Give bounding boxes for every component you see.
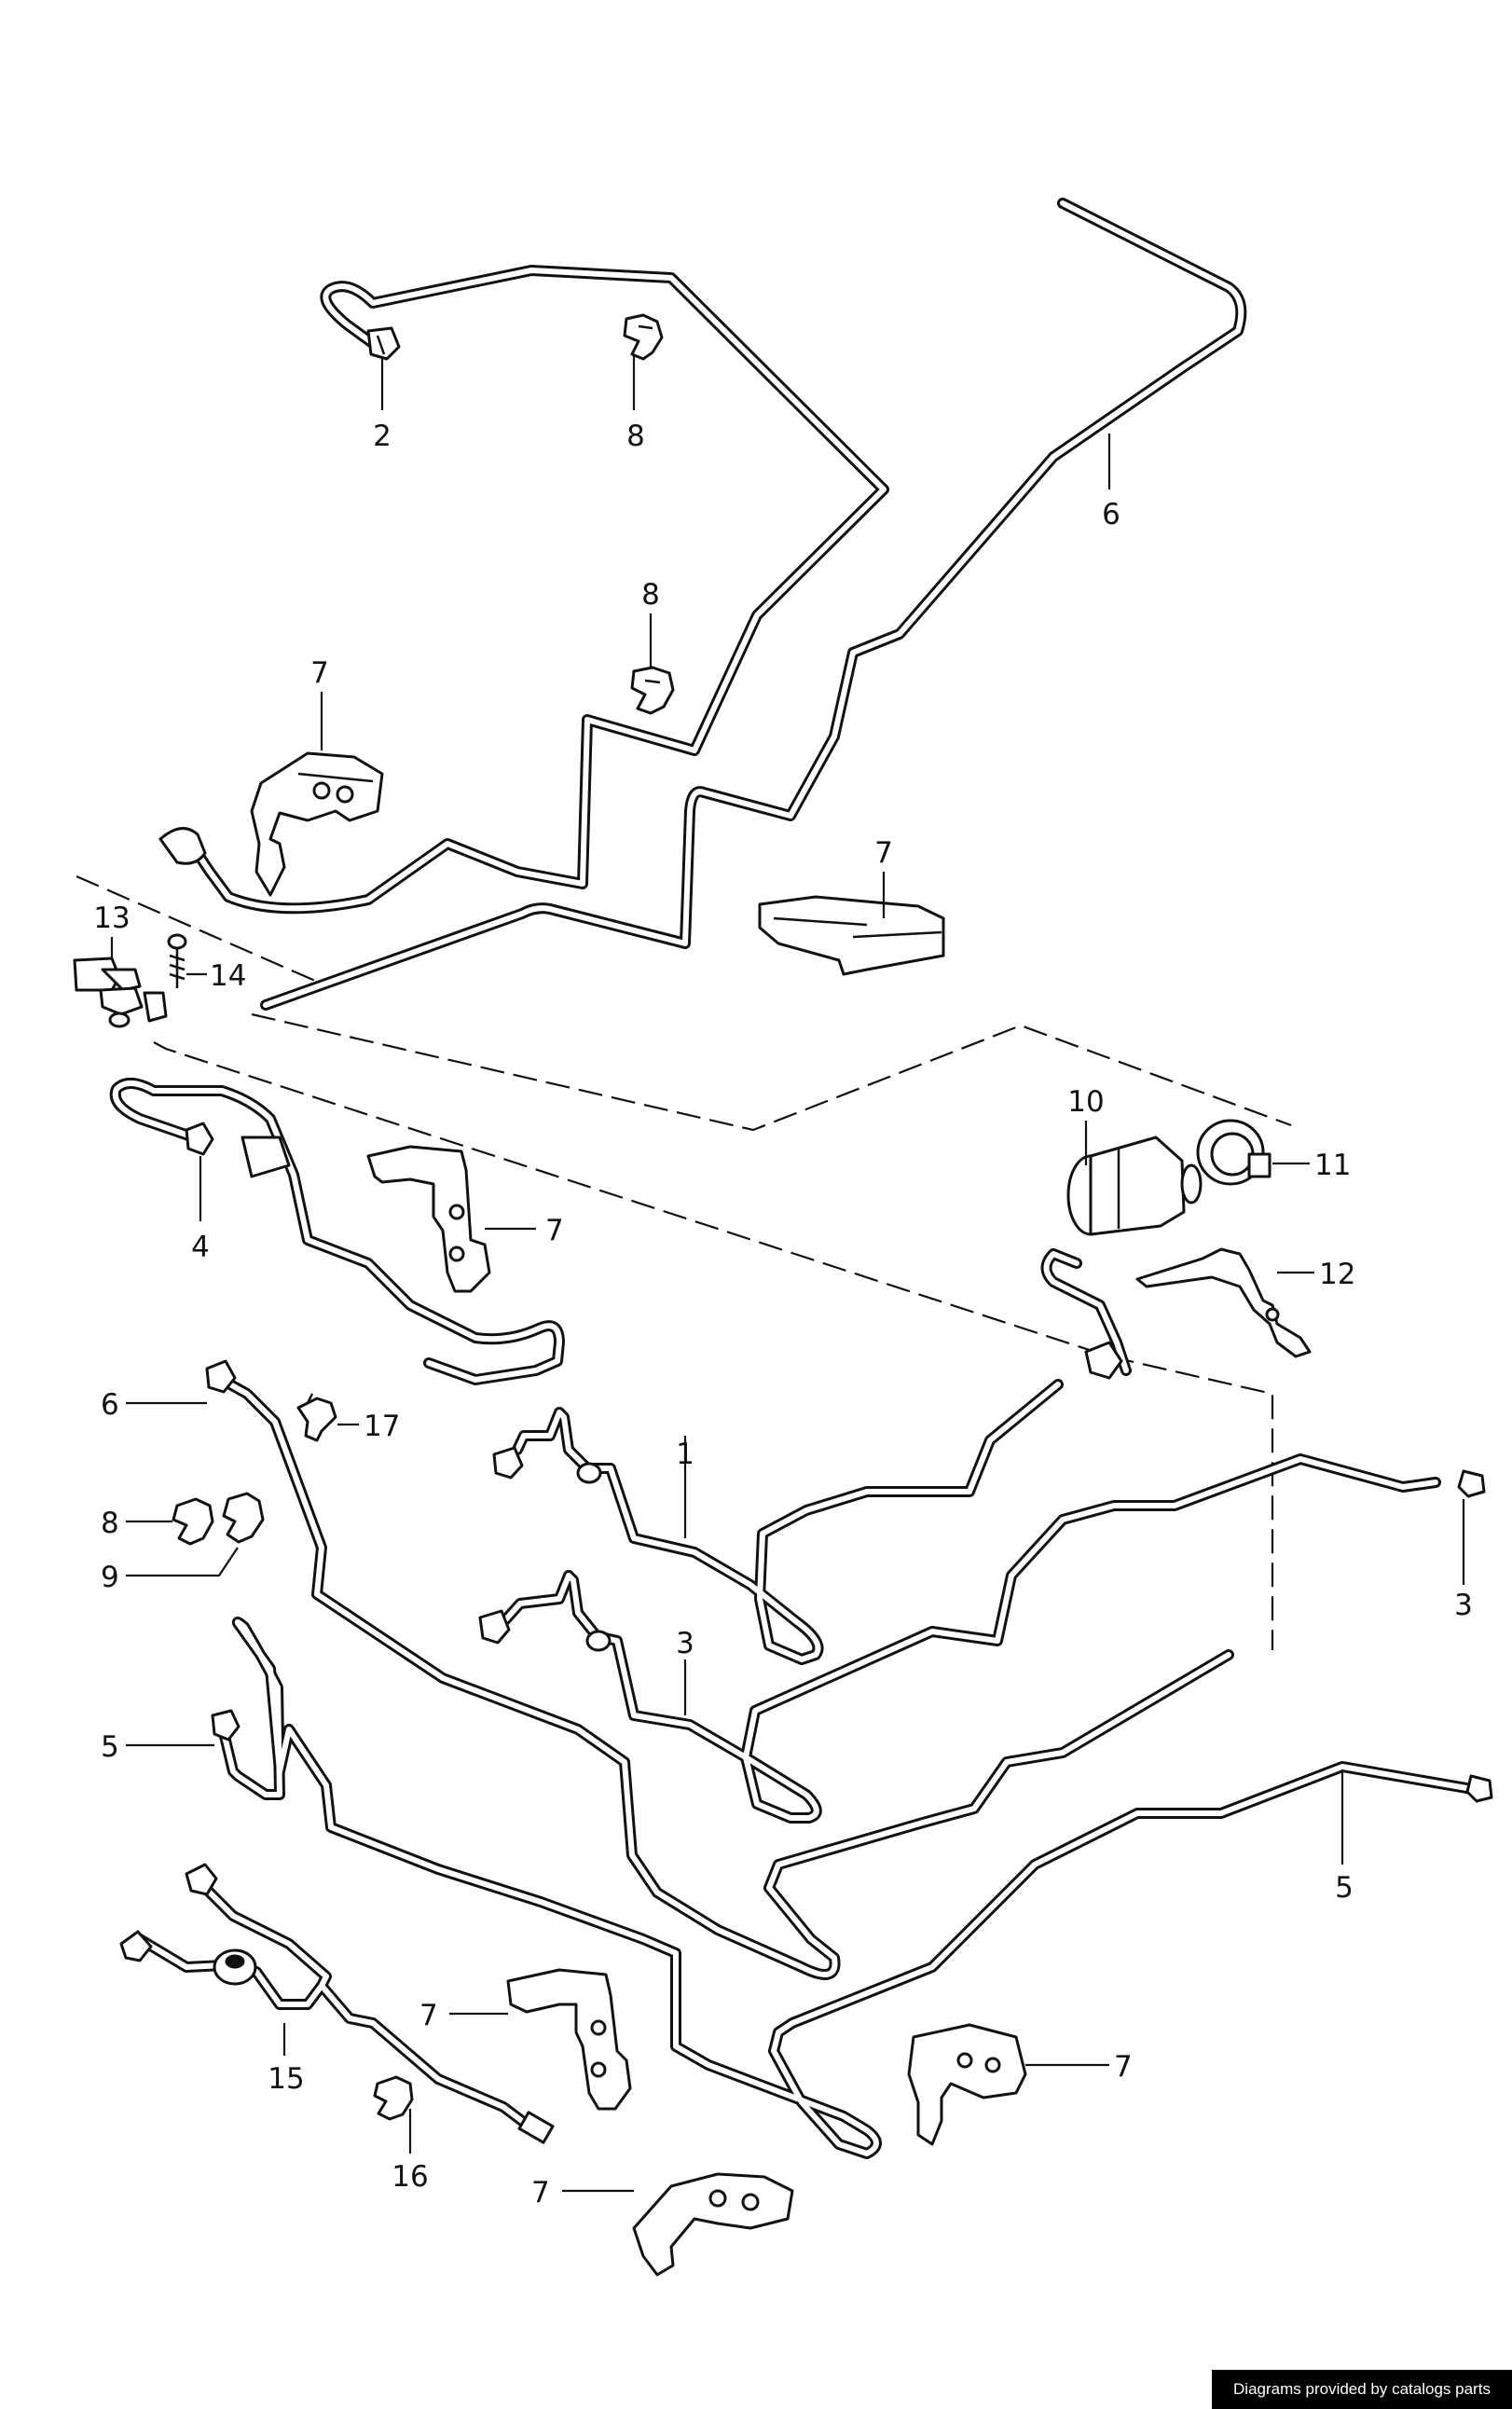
pipe-2-upper bbox=[186, 265, 889, 915]
callout-11: 11 bbox=[1314, 1149, 1351, 1182]
pressure-damper bbox=[213, 1948, 257, 1986]
pipe-5 bbox=[218, 1617, 1483, 2159]
callout-5-right: 5 bbox=[1335, 1871, 1354, 1905]
pipe-clip-7f bbox=[632, 2172, 794, 2277]
pipe-clip-7a bbox=[250, 751, 384, 897]
callout-8-top: 8 bbox=[626, 420, 645, 453]
callout-14: 14 bbox=[210, 959, 246, 993]
nut-pipe-3-end bbox=[1457, 1469, 1486, 1498]
leader-lines bbox=[110, 356, 1465, 2193]
nut-pipe-3 bbox=[478, 1609, 612, 1652]
clip-8-lower bbox=[172, 1497, 214, 1546]
callout-12: 12 bbox=[1319, 1258, 1355, 1291]
callout-5-left: 5 bbox=[101, 1730, 119, 1764]
callout-7-right: 7 bbox=[874, 836, 893, 870]
screw bbox=[167, 933, 187, 988]
callout-7-lower-left: 7 bbox=[419, 1999, 438, 2032]
pipe-3 bbox=[498, 1453, 1441, 1824]
nut-pipe-5 bbox=[211, 1709, 241, 1741]
pipe-6-lower bbox=[216, 1374, 1234, 1980]
pipe-1 bbox=[512, 1379, 1064, 1665]
nut-hose-15-left bbox=[119, 1930, 153, 1962]
callout-13: 13 bbox=[93, 902, 130, 935]
callout-15: 15 bbox=[268, 2062, 304, 2096]
union-nut-2 bbox=[366, 326, 401, 361]
callout-3-mid: 3 bbox=[676, 1627, 694, 1660]
callout-6-left: 6 bbox=[101, 1388, 119, 1422]
catalog-credit-badge: Diagrams provided by catalogs parts bbox=[1212, 2370, 1512, 2409]
callout-7-lower-right: 7 bbox=[1114, 2050, 1133, 2084]
pipe-clip-7c bbox=[366, 1145, 491, 1293]
fuel-filter bbox=[1066, 1136, 1203, 1236]
callout-7-mid: 7 bbox=[545, 1214, 564, 1247]
clip-17 bbox=[296, 1393, 337, 1442]
callout-2: 2 bbox=[373, 420, 392, 453]
clip-9 bbox=[222, 1492, 265, 1544]
clip-8-mid bbox=[630, 666, 675, 715]
nut-hose-15-end bbox=[517, 2111, 555, 2144]
hose-clamp bbox=[1196, 1119, 1271, 1186]
pipe-clip-7d bbox=[506, 1968, 632, 2111]
clip-8-top bbox=[623, 313, 664, 361]
nut-pipe-1 bbox=[492, 1446, 602, 1484]
callout-7-bottom: 7 bbox=[531, 2176, 550, 2209]
dashed-assembly-outline bbox=[76, 874, 1292, 1650]
callout-7-top: 7 bbox=[310, 656, 329, 690]
clip-16 bbox=[373, 2075, 414, 2121]
mounting-plate bbox=[241, 1136, 291, 1178]
callout-17: 17 bbox=[364, 1410, 400, 1443]
nut-pipe-10 bbox=[1084, 1341, 1123, 1380]
callout-1: 1 bbox=[676, 1438, 694, 1471]
callout-8-mid: 8 bbox=[641, 578, 660, 612]
pipe-clip-7e bbox=[907, 2023, 1027, 2146]
callout-10: 10 bbox=[1067, 1085, 1104, 1119]
callout-16: 16 bbox=[392, 2160, 428, 2194]
filter-bracket bbox=[1135, 1247, 1312, 1358]
elbow-fitting-upper bbox=[158, 827, 207, 865]
nut-pipe-5-end bbox=[1465, 1774, 1493, 1803]
pressure-valve bbox=[73, 957, 168, 1028]
pipe-10-outlet bbox=[1040, 1248, 1132, 1376]
nut-hose-15-top bbox=[185, 1863, 218, 1896]
callout-6-top: 6 bbox=[1102, 498, 1120, 531]
callout-4: 4 bbox=[191, 1231, 210, 1264]
union-nut-4 bbox=[185, 1122, 214, 1156]
callout-8-lower: 8 bbox=[101, 1507, 119, 1540]
nut-pipe-6-lower bbox=[205, 1359, 237, 1394]
pipe-6-long bbox=[260, 198, 1247, 1011]
pipe-4 bbox=[109, 1078, 565, 1385]
hose-15 bbox=[134, 1878, 546, 2141]
callout-9: 9 bbox=[101, 1561, 119, 1594]
callout-3-right: 3 bbox=[1454, 1589, 1473, 1622]
pipe-clip-7b bbox=[758, 895, 945, 976]
